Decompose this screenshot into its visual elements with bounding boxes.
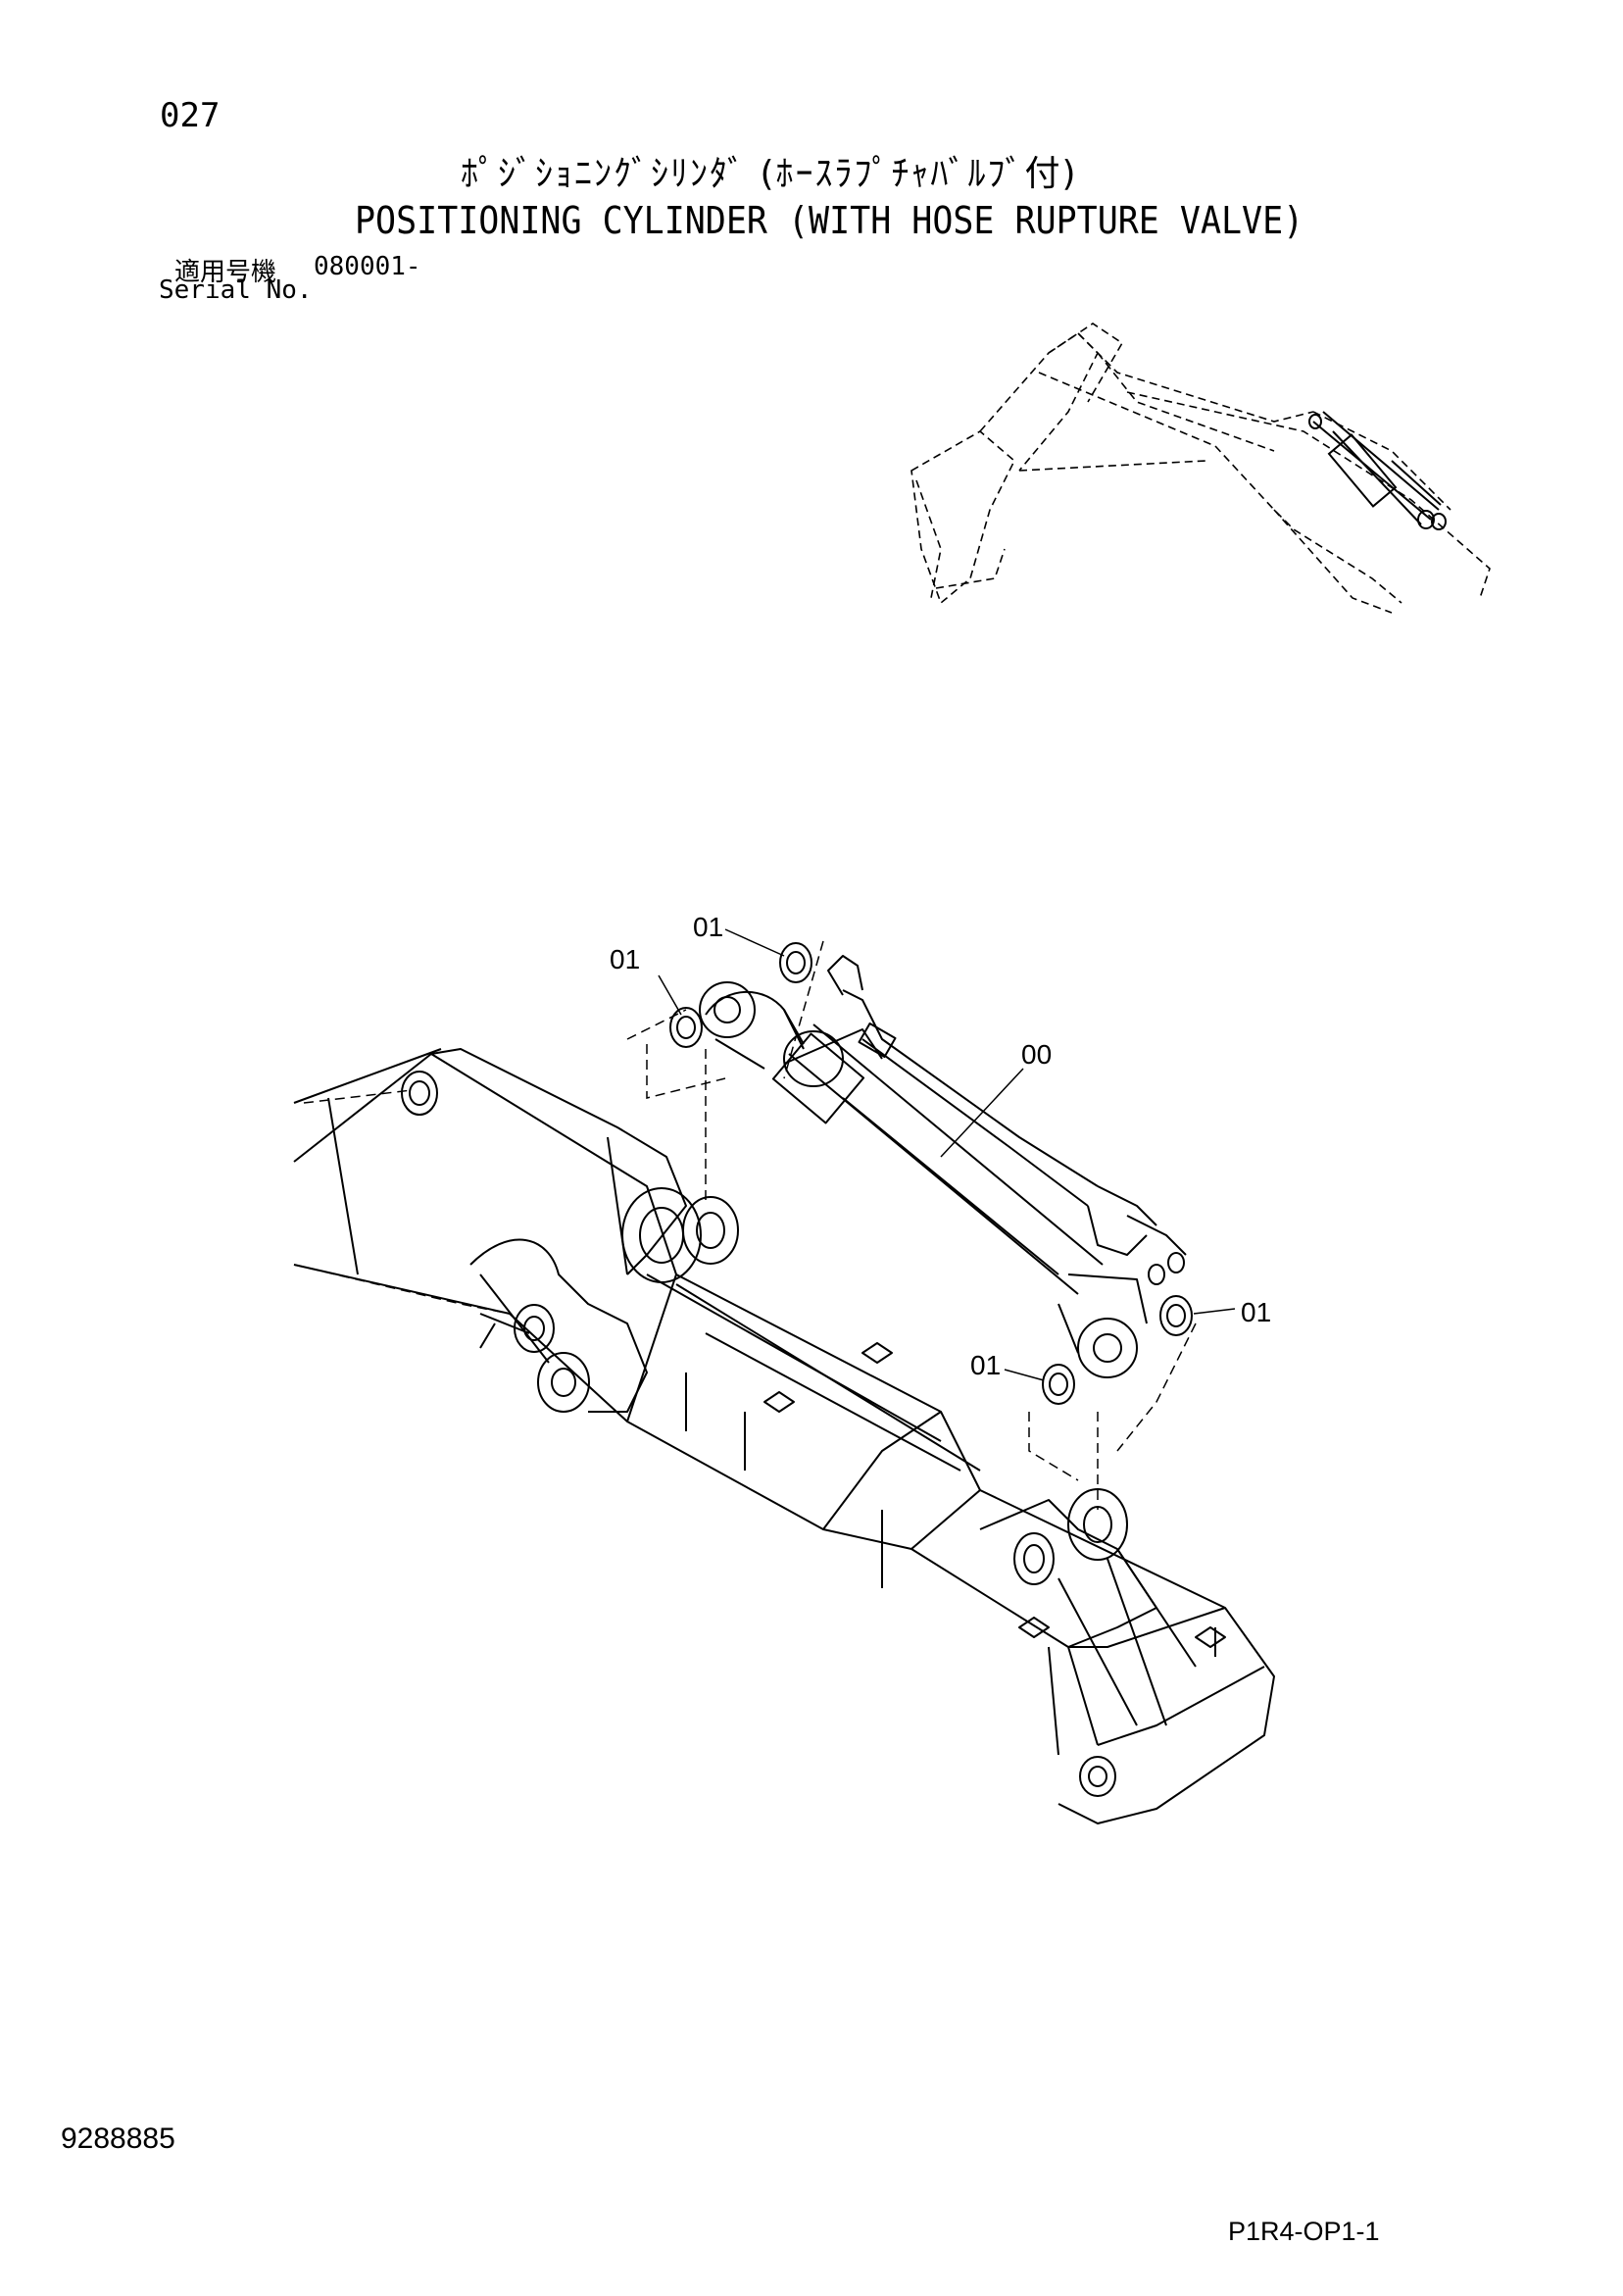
serial-label-japanese: 適用号機	[174, 258, 277, 287]
callout-01-top: 01	[693, 912, 723, 942]
title-japanese: ﾎﾟｼﾞｼｮﾆﾝｸﾞｼﾘﾝﾀﾞ (ﾎｰｽﾗﾌﾟﾁｬﾊﾞﾙﾌﾞ付)	[461, 154, 1078, 194]
callout-01-left: 01	[610, 944, 640, 974]
callout-00-cylinder: 00	[1021, 1039, 1052, 1070]
serial-label-english: Serial No.	[159, 275, 313, 305]
drawing-code: P1R4-OP1-1	[1228, 2217, 1380, 2246]
serial-value: 080001-	[314, 252, 421, 281]
title-english: POSITIONING CYLINDER (WITH HOSE RUPTURE …	[355, 199, 1304, 242]
callout-01-right: 01	[1241, 1297, 1271, 1327]
page-number: 027	[160, 96, 221, 135]
document-number: 9288885	[61, 2122, 175, 2155]
callout-01-bottom: 01	[970, 1350, 1001, 1380]
